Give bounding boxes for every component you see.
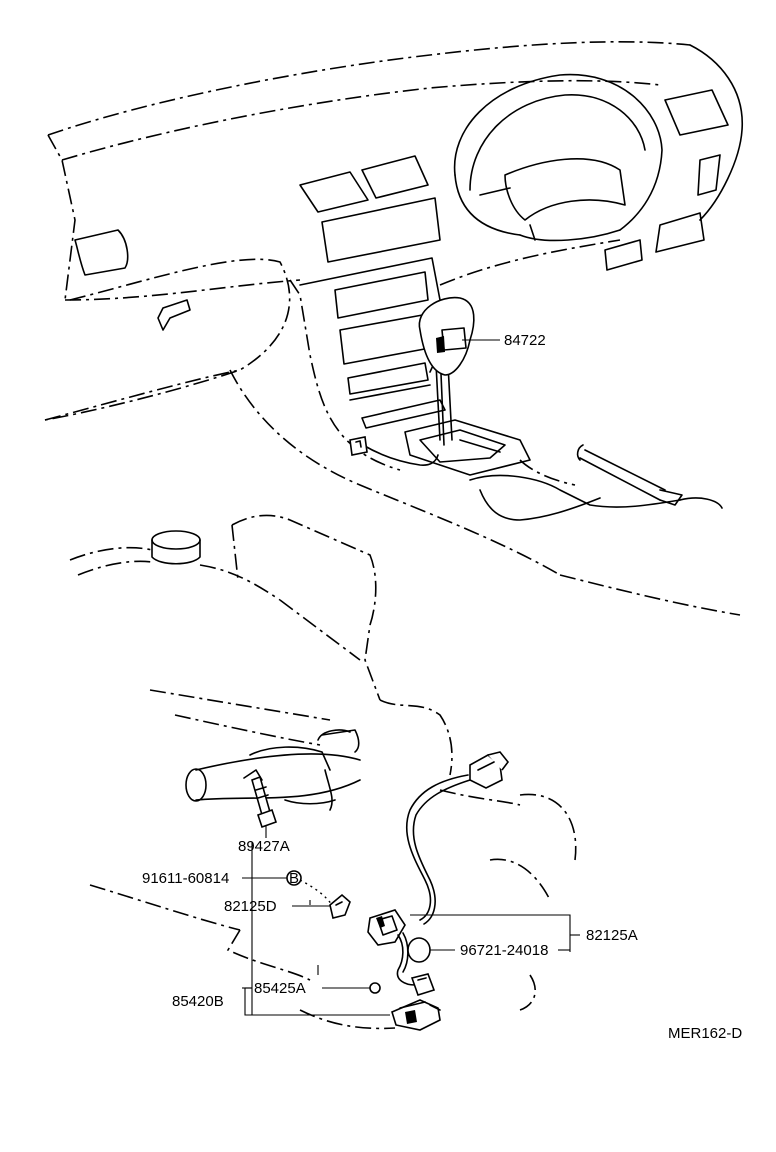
dashboard-outline: [44, 41, 743, 616]
wire-harness: [286, 751, 510, 1031]
label-84722: 84722: [504, 332, 546, 349]
label-bolt-b: B: [289, 870, 299, 887]
reference-code: MER162-D: [668, 1025, 742, 1042]
label-85425A: 85425A: [254, 980, 306, 997]
label-82125A: 82125A: [586, 927, 638, 944]
engine-outline: [69, 514, 577, 1030]
label-85420B: 85420B: [172, 993, 224, 1010]
leader-lines: [242, 339, 580, 1016]
label-96721-24018: 96721-24018: [460, 942, 548, 959]
label-89427A: 89427A: [238, 838, 290, 855]
label-91611-60814: 91611-60814: [142, 870, 229, 887]
part-labels: 84722 89427A 91611-60814 B 82125D 82125A…: [142, 332, 742, 1042]
label-82125D: 82125D: [224, 898, 277, 915]
